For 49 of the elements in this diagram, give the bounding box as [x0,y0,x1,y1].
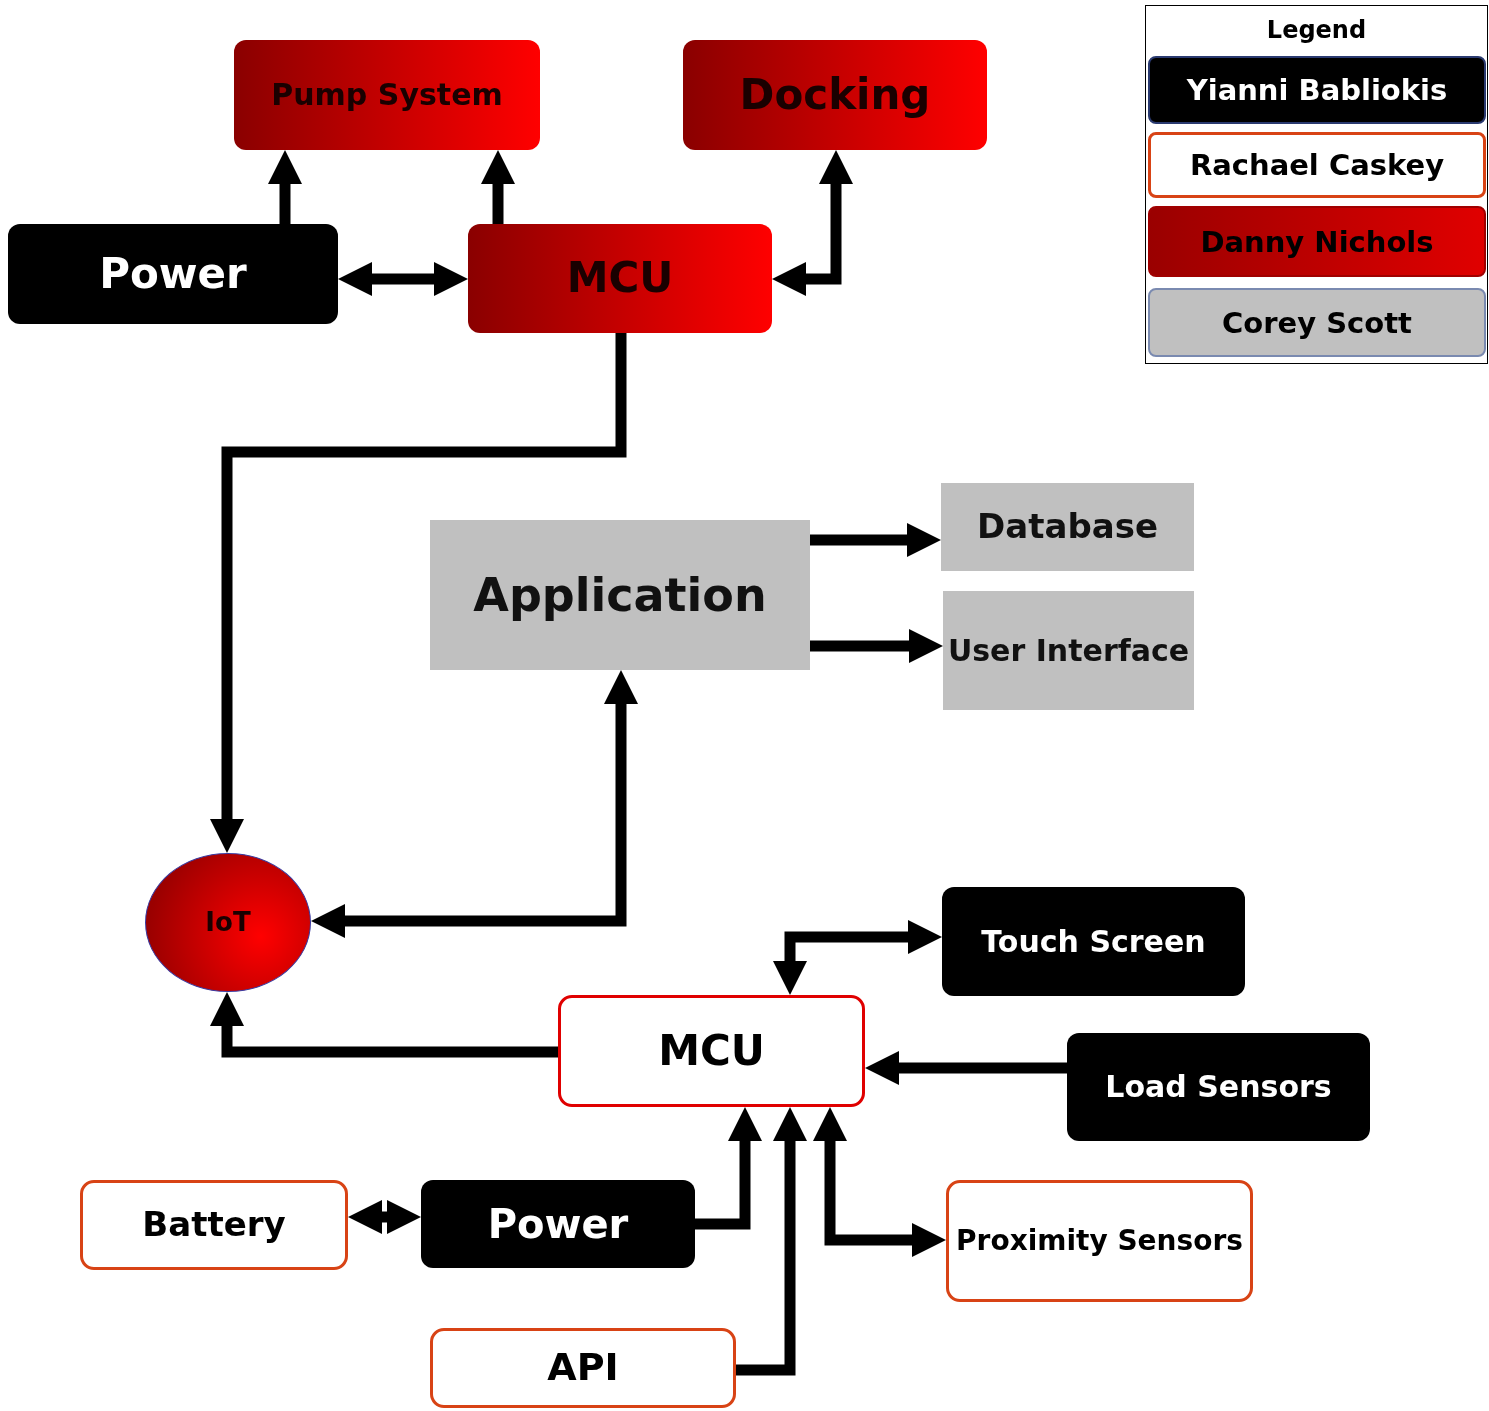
node-label: MCU [658,1024,765,1077]
node-label: Power [487,1200,629,1249]
process-box [421,1180,695,1268]
node-label: Touch Screen [981,922,1206,961]
arrow [810,629,943,663]
arrow [210,992,558,1058]
legend-title: Legend [1266,16,1367,44]
arrow [268,150,302,224]
node-label: Database [977,505,1158,549]
node-label: MCU [566,252,674,305]
process-box [80,1180,348,1270]
arrow [865,1051,1067,1085]
process-box [430,520,810,670]
node-label: Load Sensors [1105,1068,1332,1107]
process-box [1067,1033,1370,1141]
arrow [810,523,941,557]
arrow [210,333,627,853]
arrow [338,262,468,296]
process-box [942,887,1245,996]
arrow [348,1200,421,1234]
legend-text: Corey Scott [1222,305,1412,340]
node-label: Docking [739,68,931,121]
node-label: Pump System [271,76,503,115]
process-box [430,1328,736,1408]
arrow [772,150,853,296]
arrow [311,670,638,938]
legend-text: Danny Nichols [1200,224,1434,259]
process-box [234,40,540,150]
node-label: User Interface [947,631,1190,670]
arrow [813,1107,946,1257]
process-box [941,483,1194,571]
legend-text: Yianni Babliokis [1186,73,1448,107]
legend-text: Rachael Caskey [1189,148,1445,182]
node-label: Battery [142,1203,286,1247]
process-box [468,224,772,333]
node-label: Power [99,247,247,300]
node-label: IoT [205,905,251,939]
node-label: Proximity Sensors [956,1222,1243,1259]
arrow [773,920,942,995]
process-box [943,591,1194,710]
node-label: Application [473,566,767,624]
process-box [946,1180,1253,1302]
process-box [683,40,987,150]
arrow [736,1107,807,1376]
node-label: API [547,1344,619,1392]
process-box [8,224,338,324]
process-box [558,995,865,1107]
arrow [481,150,515,224]
arrow [695,1107,762,1230]
